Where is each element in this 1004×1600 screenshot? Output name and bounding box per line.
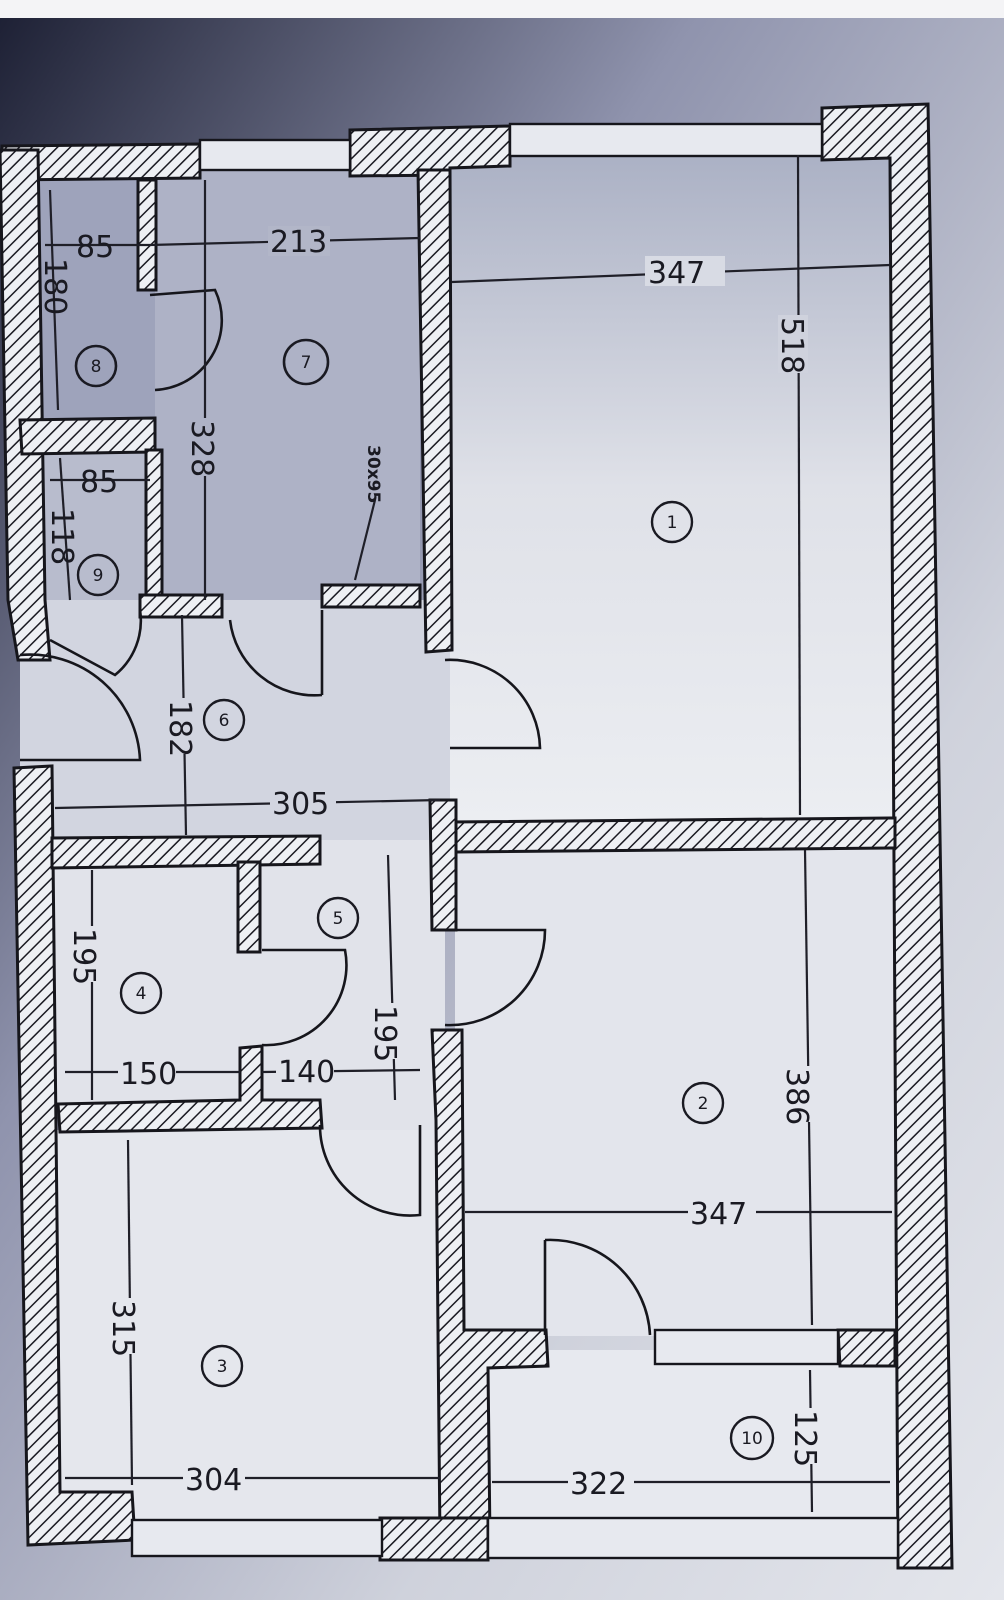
- wall-center-lower: [430, 1028, 550, 1544]
- dim-118: 118: [44, 508, 79, 565]
- window-top-2: [508, 122, 824, 158]
- top-strip: [0, 0, 1004, 18]
- partition-9-hall: [144, 448, 164, 602]
- door-3: [318, 1124, 422, 1217]
- room-5-marker: 5: [316, 896, 360, 940]
- door-1: [444, 658, 542, 750]
- room-9-marker: 9: [76, 553, 120, 597]
- room-1-marker: 1: [650, 500, 694, 544]
- dimension-labels: 347 518 213 85 180 328 85 118 182 305 19…: [37, 225, 822, 1502]
- window-top-1: [198, 138, 352, 172]
- wall-stub-b: [320, 583, 422, 609]
- room-3-marker: 3: [200, 1344, 244, 1388]
- room-7-marker: 7: [282, 338, 330, 386]
- annotation-30x95: 30x95: [363, 445, 383, 503]
- svg-text:2: 2: [698, 1094, 709, 1114]
- dim-304: 304: [185, 1463, 242, 1498]
- wall-4-top: [50, 834, 322, 870]
- svg-text:5: 5: [333, 909, 344, 929]
- svg-text:10: 10: [741, 1429, 763, 1449]
- door-7-hall: [228, 610, 324, 697]
- wall-2-10-right: [836, 1328, 897, 1368]
- doors: [19, 288, 652, 1336]
- dim-328: 328: [184, 420, 219, 477]
- window-10: [653, 1328, 840, 1366]
- room-8-marker: 8: [74, 344, 118, 388]
- door-hall-entry: [19, 653, 142, 762]
- dim-322: 322: [570, 1467, 627, 1502]
- wall-8-9: [18, 416, 157, 456]
- room-10-floor: [470, 1350, 910, 1520]
- outer-wall-bottom: [378, 1516, 490, 1562]
- wall-4-3: [56, 1044, 324, 1134]
- door-10: [543, 1238, 652, 1336]
- dim-150: 150: [120, 1057, 177, 1092]
- room-2-marker: 2: [681, 1081, 725, 1125]
- dim-85-top: 85: [76, 230, 114, 265]
- dim-347-bottom: 347: [690, 1197, 747, 1232]
- dim-195-mid: 195: [367, 1005, 402, 1062]
- room-markers: 1 2 3 4 5 6 7 8: [74, 338, 775, 1461]
- door-7-8: [149, 288, 224, 392]
- door-9-hall: [49, 609, 143, 677]
- room-2-floor: [455, 846, 910, 1336]
- partition-8-7: [136, 178, 158, 292]
- room-1-floor: [445, 148, 911, 826]
- dim-140: 140: [278, 1055, 335, 1090]
- wall-7-1: [416, 168, 454, 654]
- room-3-floor: [40, 1130, 450, 1520]
- dim-347-top: 347: [648, 256, 705, 291]
- svg-text:8: 8: [91, 357, 102, 377]
- dim-182: 182: [162, 700, 197, 757]
- room-10-marker: 10: [729, 1415, 775, 1461]
- outer-wall-left-upper: [0, 148, 52, 662]
- dim-125: 125: [787, 1410, 822, 1467]
- door-2: [444, 928, 547, 1027]
- svg-text:9: 9: [93, 566, 104, 586]
- outer-wall-right: [820, 102, 954, 1570]
- dim-213: 213: [270, 225, 327, 260]
- window-bottom-2: [486, 1516, 900, 1560]
- room-6-marker: 6: [202, 698, 246, 742]
- walls: [0, 102, 954, 1570]
- dimension-lines: [45, 154, 892, 1513]
- dim-305: 305: [272, 787, 329, 822]
- dim-386: 386: [779, 1068, 814, 1125]
- wall-1-2: [448, 816, 897, 854]
- wall-4-stub: [236, 860, 262, 954]
- wall-stub-a: [138, 593, 224, 619]
- window-bottom-1: [130, 1518, 384, 1558]
- room-4-marker: 4: [119, 971, 163, 1015]
- svg-text:7: 7: [301, 353, 312, 373]
- wall-hall-right-upper: [428, 798, 458, 932]
- svg-text:1: 1: [667, 513, 678, 533]
- dim-315: 315: [105, 1300, 140, 1357]
- dim-180: 180: [37, 258, 72, 315]
- outer-wall-left-lower: [12, 764, 137, 1547]
- door-4: [261, 948, 348, 1047]
- svg-text:4: 4: [136, 984, 147, 1004]
- dim-195-left: 195: [66, 928, 101, 985]
- dim-518: 518: [774, 317, 809, 374]
- svg-text:3: 3: [217, 1357, 228, 1377]
- svg-text:6: 6: [219, 711, 230, 731]
- dim-85-mid: 85: [80, 465, 118, 500]
